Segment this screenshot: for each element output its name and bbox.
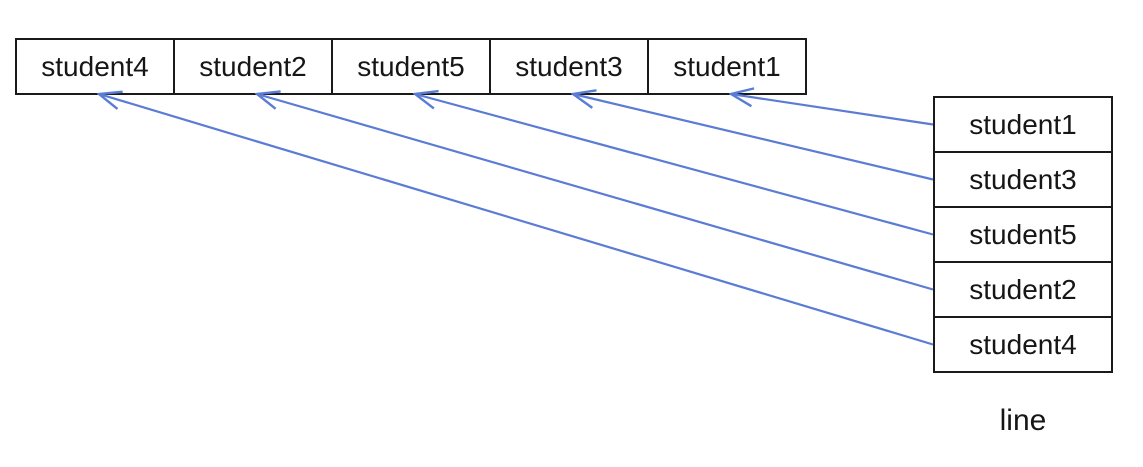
- top-row-array: student4 student2 student5 student3 stud…: [15, 38, 807, 95]
- top-row-cell: student5: [331, 38, 491, 95]
- mapping-arrow: [573, 94, 934, 181]
- right-column-list: student1 student3 student5 student2 stud…: [933, 96, 1113, 373]
- mapping-arrow: [415, 94, 934, 236]
- right-column-cell: student5: [933, 206, 1113, 263]
- right-column-cell: student3: [933, 151, 1113, 208]
- mapping-arrow: [731, 94, 934, 126]
- top-row-cell: student3: [489, 38, 649, 95]
- top-row-cell: student2: [173, 38, 333, 95]
- mapping-arrow: [99, 94, 934, 346]
- right-column-cell: student4: [933, 316, 1113, 373]
- right-column-cell: student1: [933, 96, 1113, 153]
- top-row-cell: student4: [15, 38, 175, 95]
- top-row-cell: student1: [647, 38, 807, 95]
- line-caption: line: [999, 404, 1047, 437]
- right-column-cell: student2: [933, 261, 1113, 318]
- mapping-arrow: [257, 94, 934, 291]
